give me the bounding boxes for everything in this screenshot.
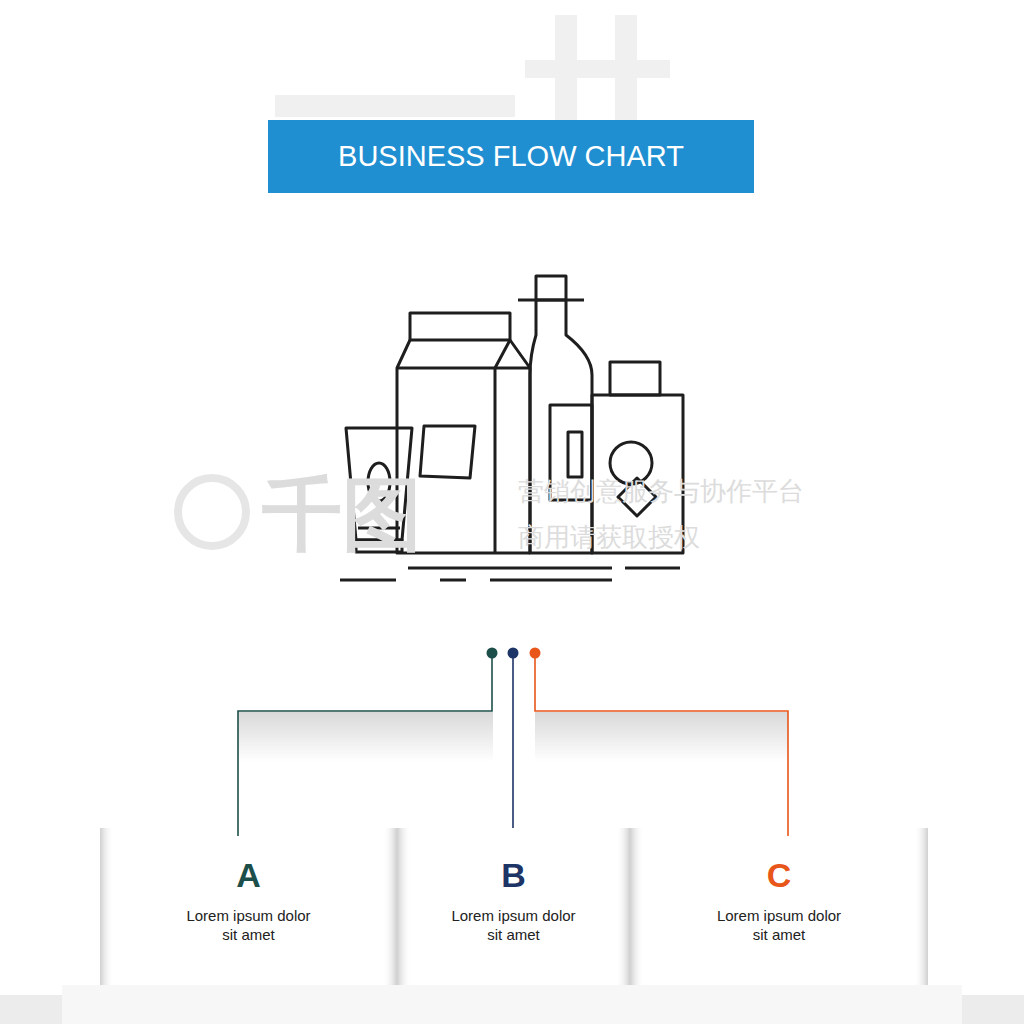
faded-background	[0, 15, 1024, 1024]
watermark: 商用请获取授权	[518, 520, 700, 555]
watermark: 千图	[262, 462, 422, 570]
leader-lines	[238, 653, 788, 836]
watermark: 营销创意服务与协作平台	[518, 474, 804, 509]
step-letter: A	[236, 856, 261, 895]
step-box: A Lorem ipsum dolor sit amet	[100, 828, 397, 985]
watermark-logo	[178, 478, 246, 546]
shadow-bands	[100, 712, 928, 985]
step-text: Lorem ipsum dolor sit amet	[186, 907, 311, 945]
step-text: Lorem ipsum dolor sit amet	[717, 907, 842, 945]
connector-dots	[487, 648, 541, 659]
title-banner: BUSINESS FLOW CHART	[268, 120, 754, 193]
step-box: C Lorem ipsum dolor sit amet	[630, 828, 928, 985]
step-letter: B	[501, 856, 526, 895]
step-box: B Lorem ipsum dolor sit amet	[397, 828, 630, 985]
step-text: Lorem ipsum dolor sit amet	[451, 907, 576, 945]
step-letter: C	[767, 856, 792, 895]
